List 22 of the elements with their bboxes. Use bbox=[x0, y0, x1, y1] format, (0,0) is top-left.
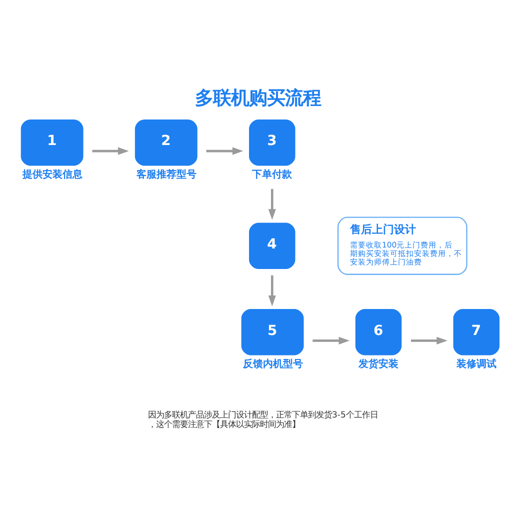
node-box: 售后上门设计 需要收取100元上门费用，后期购买安装可抵扣安装费用，不安装为师傅上门油费 bbox=[337, 216, 468, 274]
node-box: 4 bbox=[249, 222, 296, 268]
node-box: 5 bbox=[241, 308, 304, 355]
node-box: 6 bbox=[355, 308, 402, 355]
node-box: 1 bbox=[20, 118, 84, 166]
node-label: 装修调试 bbox=[456, 358, 496, 370]
node-box: 2 bbox=[134, 118, 198, 166]
node-label: 提供安装信息 bbox=[22, 169, 82, 180]
node-label: 反馈内机型号 bbox=[242, 358, 303, 370]
diagram-title: 多联机购买流程 bbox=[194, 88, 321, 109]
node-label: 下单付款 bbox=[252, 169, 292, 180]
node-label: 客服推荐型号 bbox=[136, 169, 196, 180]
arrow bbox=[92, 146, 129, 154]
arrow bbox=[268, 188, 276, 220]
node-box: 7 bbox=[453, 308, 500, 355]
node-box: 3 bbox=[249, 118, 296, 166]
caption: 因为多联机产品涉及上门设计配型，正常下单到发货3-5个工作日，这个需要注意下【具体以实际时间为准】 bbox=[148, 409, 378, 428]
arrow bbox=[268, 274, 276, 306]
arrow bbox=[411, 336, 448, 344]
node-label: 发货安装 bbox=[358, 358, 398, 370]
arrow bbox=[206, 146, 244, 154]
arrow bbox=[312, 336, 350, 344]
